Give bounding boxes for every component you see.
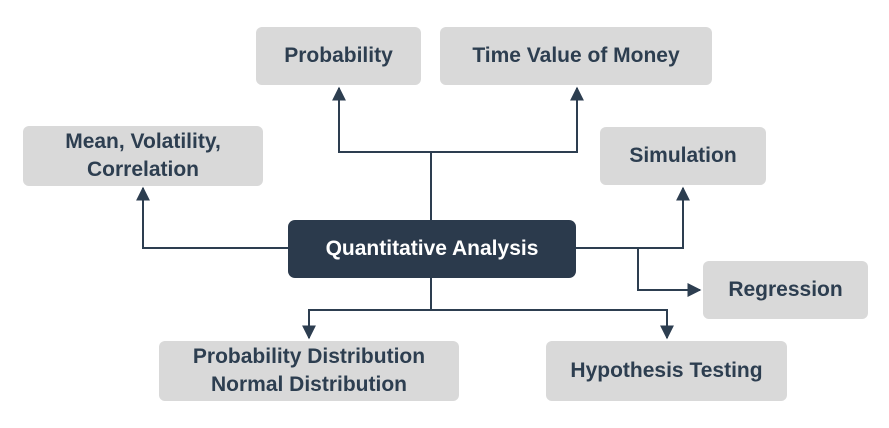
center-topic-label: Quantitative Analysis bbox=[325, 237, 539, 260]
time-value-of-money-label: Time Value of Money bbox=[472, 44, 680, 67]
mean-volatility-correlation-line1: Mean, Volatility, bbox=[65, 130, 221, 153]
connector-to-hypothesis-testing bbox=[431, 309, 674, 340]
probability-distribution-line2: Normal Distribution bbox=[210, 373, 407, 396]
connector-to-regression bbox=[637, 248, 702, 297]
probability-label: Probability bbox=[284, 44, 393, 67]
mean-volatility-correlation-line2: Correlation bbox=[86, 158, 199, 181]
center-topic-box: Quantitative Analysis bbox=[288, 220, 576, 278]
connector-to-time-value-of-money bbox=[431, 86, 584, 153]
regression-label: Regression bbox=[728, 278, 843, 301]
hypothesis-testing-box: Hypothesis Testing bbox=[546, 341, 787, 401]
time-value-of-money-box: Time Value of Money bbox=[440, 27, 712, 85]
hypothesis-testing-label: Hypothesis Testing bbox=[570, 359, 763, 382]
simulation-label: Simulation bbox=[629, 144, 737, 167]
connector-to-simulation bbox=[576, 186, 690, 249]
simulation-box: Simulation bbox=[600, 127, 766, 185]
probability-distribution-line1: Probability Distribution bbox=[192, 345, 426, 368]
mean-volatility-correlation-box: Mean, Volatility, Correlation bbox=[23, 126, 263, 186]
connector-to-probability-distribution bbox=[302, 278, 432, 340]
connector-to-probability bbox=[332, 86, 432, 220]
probability-distribution-box: Probability Distribution Normal Distribu… bbox=[159, 341, 459, 401]
regression-box: Regression bbox=[703, 261, 868, 319]
connector-to-mean-volatility-correlation bbox=[136, 186, 288, 249]
probability-box: Probability bbox=[256, 27, 421, 85]
